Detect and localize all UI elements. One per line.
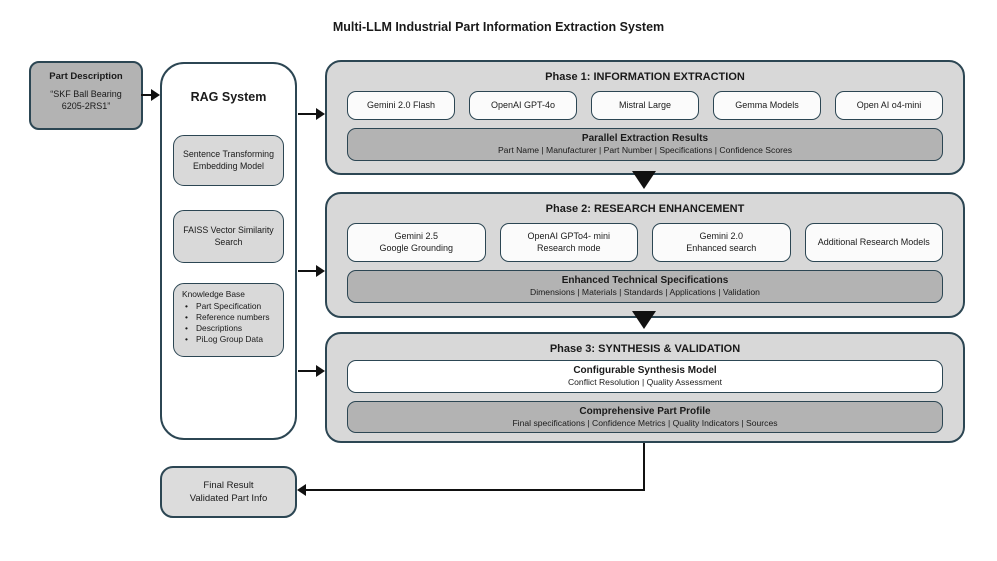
knowledge-base-title: Knowledge Base [182, 289, 245, 299]
arrow-phase1-to-phase2-icon [632, 171, 656, 189]
phase-2-title: Phase 2: RESEARCH ENHANCEMENT [545, 203, 745, 215]
enhanced-specifications-bar: Enhanced Technical Specifications Dimens… [347, 270, 943, 303]
final-result-line1: Final Result [203, 479, 254, 491]
arrow-left-icon [297, 484, 306, 497]
page-title: Multi-LLM Industrial Part Information Ex… [332, 20, 665, 34]
phase-3-title: Phase 3: SYNTHESIS & VALIDATION [549, 343, 741, 355]
configurable-synthesis-bar: Configurable Synthesis Model Conflict Re… [347, 360, 943, 393]
rag-system-node: RAG System Sentence Transforming Embeddi… [160, 62, 297, 440]
arrow-phase2-to-phase3-icon [632, 311, 656, 329]
phase-1-title: Phase 1: INFORMATION EXTRACTION [545, 71, 745, 83]
comprehensive-profile-bar: Comprehensive Part Profile Final specifi… [347, 400, 943, 434]
model-box-o4mini: Open AI o4-mini [835, 91, 943, 120]
synthesis-bar-title: Configurable Synthesis Model [573, 365, 717, 376]
parallel-extraction-results-bar: Parallel Extraction Results Part Name | … [347, 128, 943, 161]
phase-3-panel: Phase 3: SYNTHESIS & VALIDATION Configur… [325, 332, 965, 443]
model-box-mistral: Mistral Large [591, 91, 699, 120]
phase-1-panel: Phase 1: INFORMATION EXTRACTION Gemini 2… [325, 60, 965, 175]
knowledge-base-item: Part Specification [182, 301, 270, 312]
arrow-right-icon [316, 108, 325, 121]
model-box-gemma: Gemma Models [713, 91, 821, 120]
results-bar-detail: Part Name | Manufacturer | Part Number |… [497, 145, 793, 155]
profile-bar-title: Comprehensive Part Profile [579, 405, 711, 417]
rag-module-knowledge-base: Knowledge Base Part Specification Refere… [173, 283, 284, 357]
arrow-input-to-rag [141, 94, 153, 97]
phase-2-panel: Phase 2: RESEARCH ENHANCEMENT Gemini 2.5… [325, 192, 965, 318]
model-line: Gemini 2.0 [699, 230, 744, 241]
model-line: Additional Research Models [817, 236, 930, 247]
model-line: Enhanced search [686, 242, 757, 253]
model-box-gemini20-search: Gemini 2.0 Enhanced search [652, 223, 791, 262]
arrow-right-icon [316, 265, 325, 278]
model-box-gpto4mini-research: OpenAI GPTo4- mini Research mode [499, 223, 638, 262]
rag-system-title: RAG System [190, 90, 267, 104]
final-result-line2: Validated Part Info [189, 493, 268, 504]
final-result-node: Final Result Validated Part Info [160, 466, 297, 518]
model-line: Gemini 2.5 [394, 230, 439, 241]
knowledge-base-item: Reference numbers [182, 312, 270, 323]
arrow-phase3-to-final-segment [303, 489, 645, 492]
arrow-rag-to-phase3 [298, 370, 317, 373]
model-box-additional-research: Additional Research Models [804, 223, 943, 262]
part-description-node: Part Description “SKF Ball Bearing 6205-… [29, 61, 143, 130]
results-bar-title: Parallel Extraction Results [581, 133, 709, 144]
part-description-title: Part Description [49, 71, 123, 82]
part-description-value: “SKF Ball Bearing 6205-2RS1” [50, 89, 122, 112]
enhanced-bar-title: Enhanced Technical Specifications [561, 275, 729, 286]
model-box-gemini-flash: Gemini 2.0 Flash [347, 91, 455, 120]
arrow-phase3-down-segment [643, 443, 646, 491]
phase-1-model-row: Gemini 2.0 Flash OpenAI GPT-4o Mistral L… [347, 91, 943, 120]
knowledge-base-list: Part Specification Reference numbers Des… [182, 301, 270, 344]
knowledge-base-item: Descriptions [182, 323, 270, 334]
enhanced-bar-detail: Dimensions | Materials | Standards | App… [530, 287, 760, 297]
rag-module-faiss-search: FAISS Vector Similarity Search [173, 210, 284, 263]
rag-module-embedding-model: Sentence Transforming Embedding Model [173, 135, 284, 186]
model-box-gpt4o: OpenAI GPT-4o [469, 91, 577, 120]
model-line: OpenAI GPTo4- mini [527, 230, 611, 241]
model-line: Research mode [536, 242, 601, 253]
arrow-rag-to-phase2 [298, 270, 317, 273]
arrow-right-icon [151, 89, 160, 102]
model-line: Google Grounding [379, 242, 454, 253]
knowledge-base-item: PiLog Group Data [182, 334, 270, 345]
arrow-right-icon [316, 365, 325, 378]
arrow-rag-to-phase1 [298, 113, 317, 116]
synthesis-bar-detail: Conflict Resolution | Quality Assessment [567, 377, 723, 387]
profile-bar-detail: Final specifications | Confidence Metric… [512, 417, 778, 428]
phase-2-model-row: Gemini 2.5 Google Grounding OpenAI GPTo4… [347, 223, 943, 262]
model-box-gemini25-grounding: Gemini 2.5 Google Grounding [347, 223, 486, 262]
